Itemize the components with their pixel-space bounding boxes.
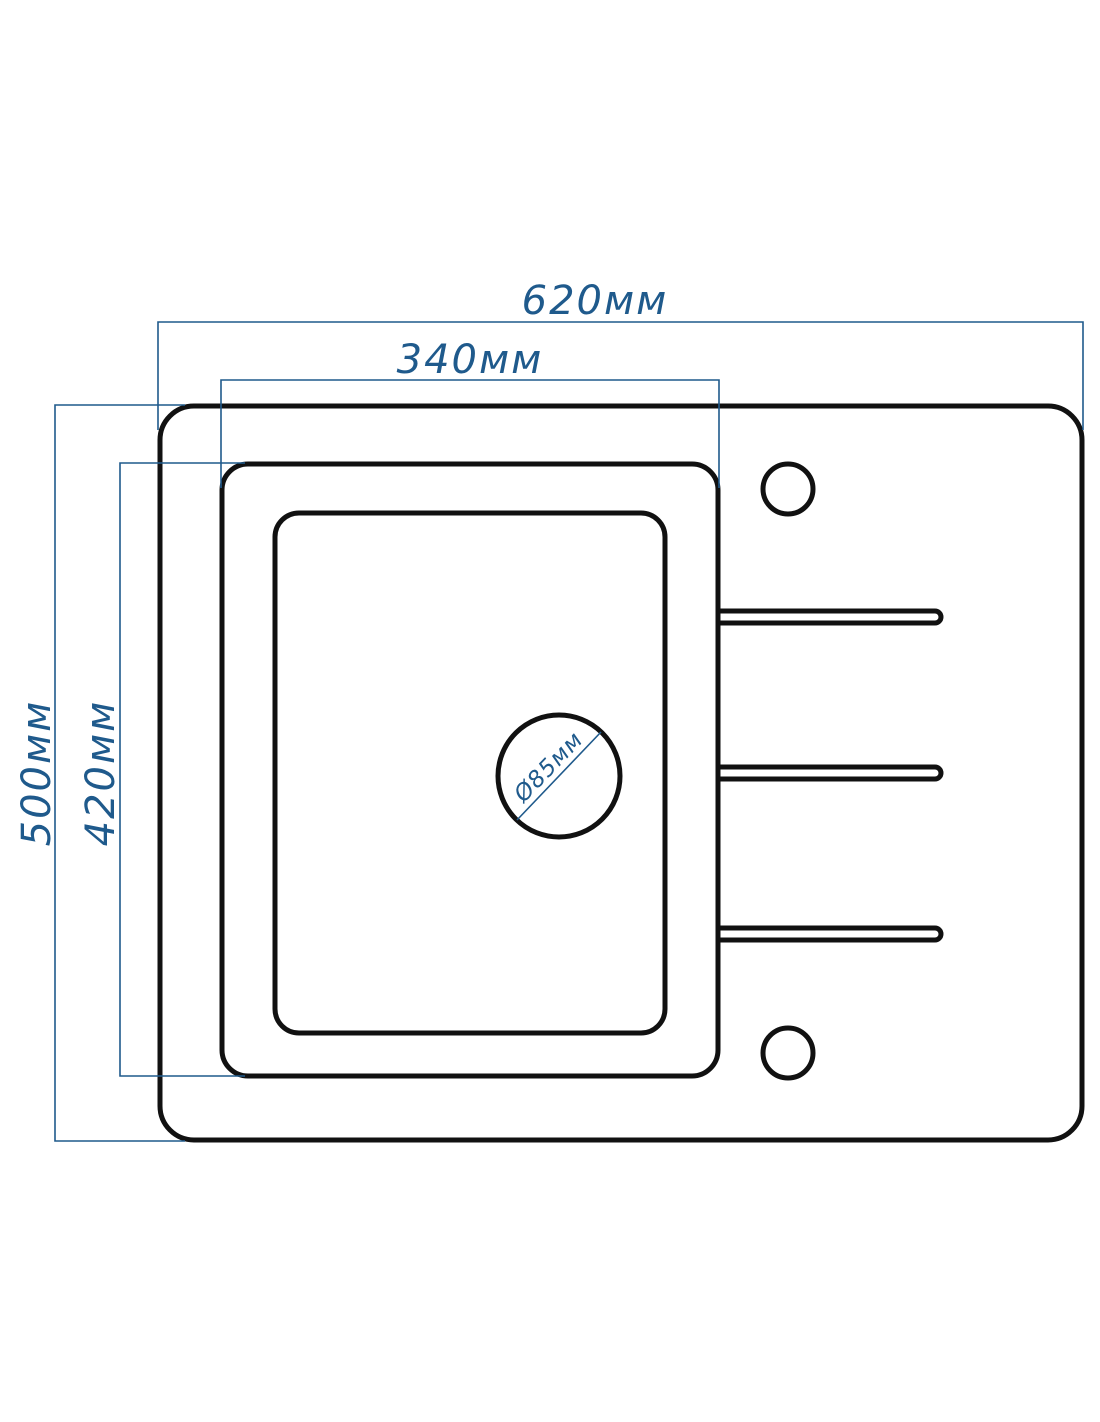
dim-line-bowl-depth — [119, 462, 245, 1077]
dim-line-drain-diameter — [516, 731, 602, 821]
sink-outer-outline — [157, 403, 1085, 1143]
label-overall-width: 620мм — [522, 278, 669, 324]
bowl-rim-outline — [219, 461, 721, 1079]
dim-line-bowl-width — [220, 379, 720, 488]
dimension-labels: 620мм 340мм 500мм 420мм Ø85мм — [14, 278, 669, 847]
label-bowl-depth: 420мм — [78, 700, 124, 847]
drainboard-groove-2 — [718, 764, 944, 782]
drain-hole — [495, 712, 623, 840]
tap-hole-bottom — [760, 1025, 816, 1081]
dim-line-overall-width — [157, 321, 1084, 430]
drainboard-groove-3 — [718, 925, 944, 943]
dim-line-overall-depth — [54, 404, 185, 1142]
dimension-lines — [54, 321, 1084, 1142]
label-drain-diameter: Ø85мм — [509, 727, 589, 808]
label-overall-depth: 500мм — [14, 700, 60, 847]
bowl-inner-outline — [272, 510, 668, 1036]
sink-drawing — [157, 403, 1085, 1143]
label-bowl-width: 340мм — [397, 337, 544, 383]
tap-hole-top — [760, 461, 816, 517]
drainboard-groove-1 — [718, 608, 944, 626]
